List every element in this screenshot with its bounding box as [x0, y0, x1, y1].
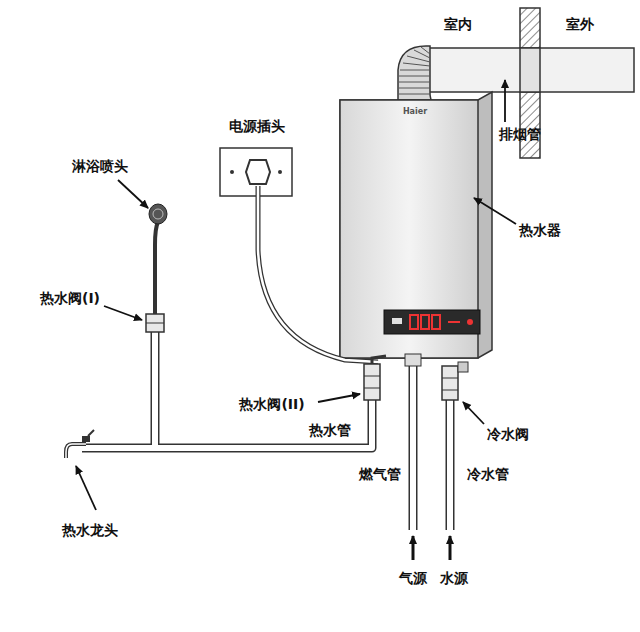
room-label: 室内: [444, 16, 472, 33]
source-label: 水源: [440, 570, 468, 587]
room-label: 室外: [566, 16, 594, 33]
part-label: 热水阀(I): [40, 290, 100, 307]
part-label: 燃气管: [359, 466, 401, 483]
part-label: 排烟管: [499, 126, 541, 143]
source-label: 气源: [399, 570, 427, 587]
part-label: 淋浴喷头: [72, 158, 128, 175]
part-label: 冷水阀: [487, 426, 529, 443]
part-label: 热水阀(II): [239, 396, 304, 413]
part-label: 热水器: [519, 222, 561, 239]
brand-logo: Haier: [403, 107, 427, 117]
part-label: 冷水管: [467, 466, 509, 483]
part-label: 电源插头: [229, 118, 285, 135]
part-label: 热水龙头: [62, 522, 118, 539]
part-label: 热水管: [309, 422, 351, 439]
